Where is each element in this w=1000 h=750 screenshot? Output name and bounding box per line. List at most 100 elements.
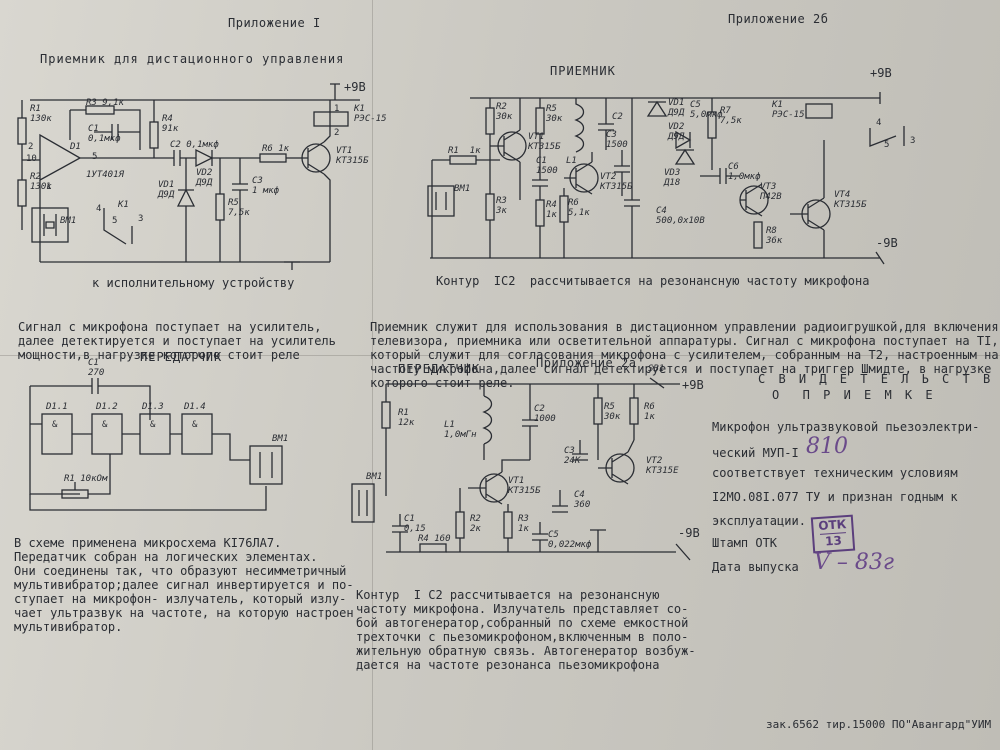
tx2-sb1: SB1 xyxy=(648,364,665,374)
k1-pin-4: 4 xyxy=(96,204,102,214)
receiver-supply-pos: +9В xyxy=(870,66,892,80)
gate-d13: D1.3 xyxy=(142,402,164,412)
paper-fold-vertical xyxy=(372,0,373,750)
release-date-label: Дата выпуска xyxy=(712,560,799,574)
r3-label: R3 9,1к xyxy=(86,98,124,108)
tx2-supply-pos: +9В xyxy=(682,378,704,392)
tx-r1: R1 10кОм xyxy=(64,474,108,484)
c2-label: C2 0,1мкф xyxy=(170,140,219,150)
stamp-label: Штамп ОТК xyxy=(712,536,778,550)
handwritten-serial: 810 xyxy=(806,434,848,459)
tx2-supply-neg: -9В xyxy=(678,526,700,540)
pin-10: 10 xyxy=(26,154,37,164)
junction-1: 1 xyxy=(334,104,340,114)
k1-contact-label: K1 xyxy=(118,200,129,210)
rx-r1: R1 1к xyxy=(448,146,481,156)
transmitter-logic-desc: В схеме применена микросхема КI76ЛА7.Пер… xyxy=(14,536,354,634)
pin-1: 1 xyxy=(46,182,52,192)
transmitter-logic-title: ПЕРЕДАТЧИК xyxy=(140,350,223,364)
gate-and-1: & xyxy=(52,420,58,430)
rx-k-pin4: 4 xyxy=(876,118,882,128)
receiver-title: ПРИЕМНИК xyxy=(550,64,616,78)
gate-and-3: & xyxy=(150,420,156,430)
transmitter-title: ПЕРЕДАТЧИК xyxy=(398,362,481,376)
gate-and-4: & xyxy=(192,420,198,430)
pin-5: 5 xyxy=(92,152,98,162)
appendix-2a-header: Приложение 2а xyxy=(536,356,637,370)
rx-l1: L1 xyxy=(566,156,577,166)
r6-label: R6 1к xyxy=(262,144,290,154)
certificate-line-5: эксплуатации. xyxy=(712,514,806,528)
receiver-remote-supply: +9В xyxy=(344,80,366,94)
bm1-label: BM1 xyxy=(60,216,77,226)
receiver-supply-neg: -9В xyxy=(876,236,898,250)
certificate-title: С В И Д Е Т Е Л Ь С Т В О xyxy=(758,372,1000,386)
print-imprint: зак.6562 тир.15000 ПО"Авангард"УИМ xyxy=(766,718,992,731)
pin-2: 2 xyxy=(28,142,34,152)
appendix-1-header: Приложение I xyxy=(228,16,321,30)
certificate-subtitle: О П Р И Е М К Е xyxy=(772,388,936,402)
junction-2: 2 xyxy=(334,128,340,138)
gate-d12: D1.2 xyxy=(96,402,118,412)
rx-c2: C2 xyxy=(612,112,623,122)
handwritten-date: V – 83г xyxy=(814,550,894,575)
receiver-desc: Приемник служит для использования в дист… xyxy=(370,320,999,390)
paper-fold-horizontal xyxy=(0,355,1000,356)
certificate-line-3: соответствует техническим условиям xyxy=(712,466,958,480)
gate-d11: D1.1 xyxy=(46,402,68,412)
transmitter-caption: Контур I C2 рассчитывается на резонансну… xyxy=(356,588,696,672)
receiver-caption: Контур IC2 рассчитывается на резонансную… xyxy=(436,274,870,288)
d1-part: 1УТ401Я xyxy=(86,170,124,180)
gate-d14: D1.4 xyxy=(184,402,206,412)
receiver-remote-title: Приемник для дистационного управления xyxy=(40,52,345,66)
certificate-line-1: Микрофон ультразвуковой пьезоэлектри- xyxy=(712,420,980,434)
certificate-line-4: I2МО.08I.077 ТУ и признан годным к xyxy=(712,490,958,504)
actuator-note: к исполнительному устройству xyxy=(92,276,295,290)
d1-label: D1 xyxy=(70,142,81,152)
tx2-bm1: BM1 xyxy=(366,472,383,482)
tx2-r4: R4 160 xyxy=(418,534,451,544)
